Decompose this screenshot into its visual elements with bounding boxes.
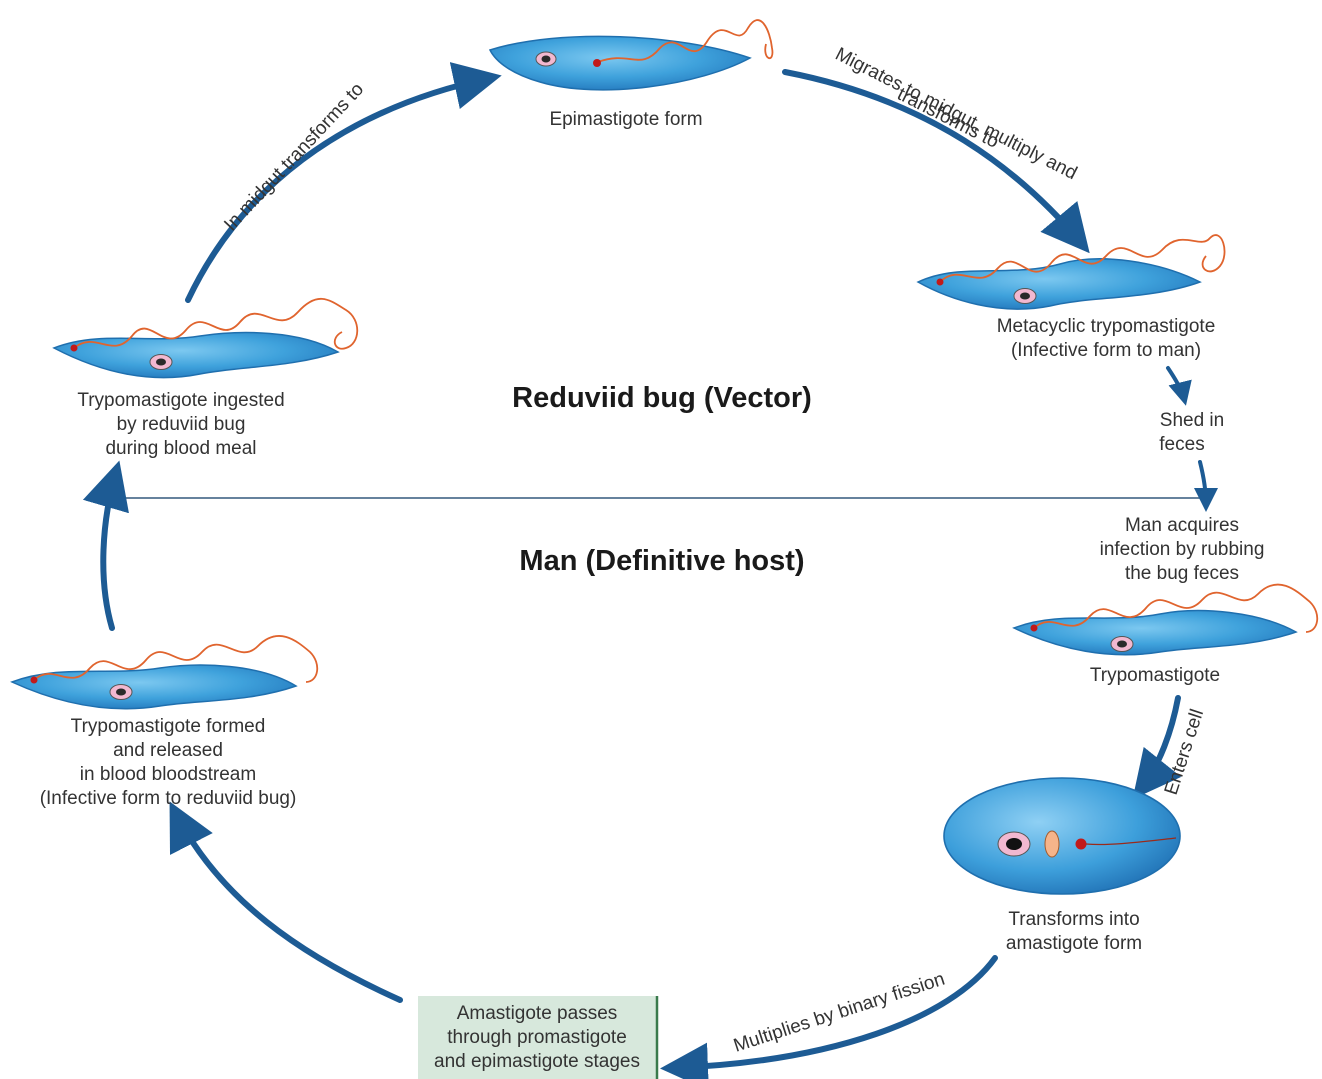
arrow-trypomastigote-to-cell [1132,695,1182,800]
trypomastigote-in-man-parasite [1012,583,1319,656]
ingested-label-line: during blood meal [105,438,256,459]
cycle-arrows [82,62,1218,1079]
released-label-line: (Infective form to reduviid bug) [40,788,297,809]
box-label-line: Amastigote passes [457,1003,618,1024]
released-trypomastigote-parasite [10,635,319,710]
released-label-line: in blood bloodstream [80,764,256,785]
ingested-label-line: Trypomastigote ingested [77,390,284,411]
metacyclic-label-line: Metacyclic trypomastigote [997,316,1216,337]
trypomastigote-man-label: Trypomastigote [1090,665,1220,686]
shed-label-line: feces [1159,434,1204,455]
arrow-released-to-ingested [82,460,129,631]
arrow-ingested-to-epimastigote [185,62,502,303]
label-enters-cell: Enters cell [1161,707,1208,798]
acquire-label-line: the bug feces [1125,563,1239,584]
shed-label-line: Shed in [1160,410,1224,431]
vector-heading: Reduviid bug (Vector) [512,382,812,414]
released-label: Trypomastigote formed and released in bl… [40,716,297,809]
released-label-line: Trypomastigote formed [71,716,266,737]
epimastigote-label: Epimastigote form [549,109,702,130]
arrow-shed-to-acquire [1193,460,1218,512]
arrow-box-to-released [169,801,403,1003]
metacyclic-label: Metacyclic trypomastigote (Infective for… [997,316,1216,361]
ingested-label-line: by reduviid bug [117,414,246,435]
acquire-label: Man acquires infection by rubbing the bu… [1100,515,1265,584]
shed-label: Shed in feces [1159,410,1224,455]
epimastigote-parasite [488,19,774,91]
metacyclic-trypomastigote-parasite [916,234,1226,310]
box-label-line: through promastigote [447,1027,627,1048]
ingested-trypomastigote-parasite [52,297,359,379]
trypomastigote-man-label-line: Trypomastigote [1090,665,1220,686]
metacyclic-label-line: (Infective form to man) [1011,340,1201,361]
promastigote-stage-box: Amastigote passes through promastigote a… [418,996,659,1079]
arrow-epimastigote-to-metacyclic [782,69,1090,254]
box-label-line: and epimastigote stages [434,1051,640,1072]
acquire-label-line: infection by rubbing [1100,539,1265,560]
amastigote-cell [943,777,1181,895]
epimastigote-label-line: Epimastigote form [549,109,702,130]
arrow-metacyclic-to-shed [1166,366,1192,406]
amastigote-label: Transforms into amastigote form [1006,909,1142,954]
arrow-amastigote-to-box [660,955,998,1079]
amastigote-label-line: amastigote form [1006,933,1142,954]
host-heading: Man (Definitive host) [519,545,804,577]
label-midgut-transforms: In midgut transforms to [220,79,368,235]
ingested-label: Trypomastigote ingested by reduviid bug … [77,390,284,459]
released-label-line: and released [113,740,223,761]
amastigote-label-line: Transforms into [1008,909,1139,930]
acquire-label-line: Man acquires [1125,515,1239,536]
